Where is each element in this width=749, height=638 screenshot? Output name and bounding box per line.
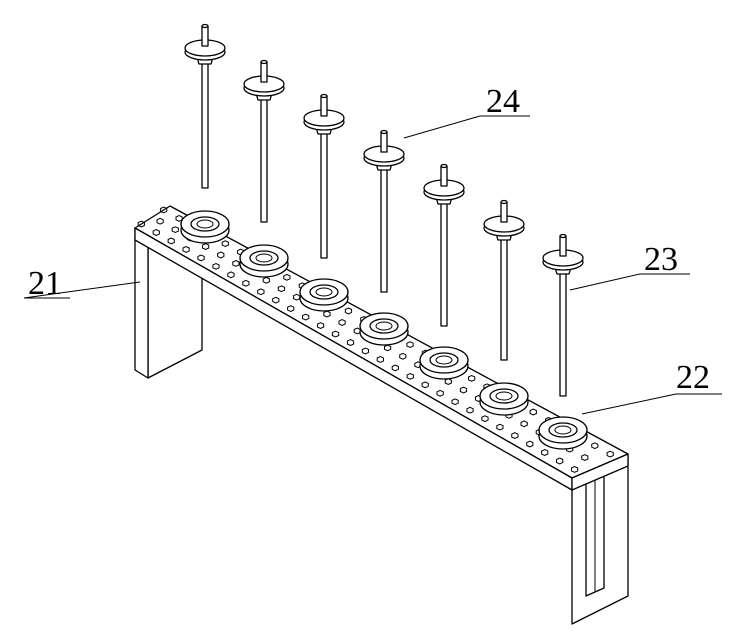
plate-hole bbox=[541, 449, 549, 456]
plate-hole bbox=[406, 372, 414, 380]
nozzle-seat bbox=[479, 382, 529, 416]
plate-hole bbox=[182, 245, 190, 253]
rods bbox=[184, 23, 584, 397]
plate-hole bbox=[344, 307, 353, 315]
plate-hole bbox=[323, 310, 331, 318]
plate-hole bbox=[606, 450, 614, 458]
plate-hole bbox=[175, 214, 183, 222]
plate-hole bbox=[287, 305, 295, 313]
plate-hole bbox=[496, 423, 504, 431]
plate-hole bbox=[466, 406, 474, 414]
plate-hole bbox=[242, 279, 250, 287]
plate-hole bbox=[376, 356, 384, 363]
plate-hole bbox=[202, 243, 210, 250]
nozzle-seat bbox=[180, 210, 230, 244]
plate-hole bbox=[406, 341, 414, 349]
plate-hole bbox=[277, 285, 286, 293]
plate-hole bbox=[451, 398, 459, 406]
plate-hole bbox=[262, 276, 270, 284]
rod bbox=[542, 233, 584, 397]
leader-24 bbox=[403, 115, 481, 139]
plate-hole bbox=[272, 296, 280, 304]
plate-hole bbox=[221, 240, 229, 248]
plate-hole bbox=[571, 466, 579, 473]
nozzle-seat bbox=[419, 346, 469, 380]
plate-hole bbox=[391, 364, 399, 372]
label-22: 22 bbox=[676, 359, 710, 396]
nozzle-seat bbox=[299, 278, 349, 312]
label-23: 23 bbox=[644, 241, 678, 278]
plate-hole bbox=[171, 226, 179, 234]
nozzle-seat bbox=[239, 244, 289, 278]
plate-hole bbox=[331, 330, 340, 338]
leader-22 bbox=[581, 393, 677, 415]
rod bbox=[363, 129, 405, 293]
plate-hole bbox=[481, 415, 489, 423]
label-24: 24 bbox=[486, 83, 520, 120]
plate-hole bbox=[156, 217, 164, 225]
plate-hole bbox=[197, 254, 205, 262]
plate-hole bbox=[302, 313, 310, 321]
frame-right-leg bbox=[571, 453, 629, 625]
plate-hole bbox=[556, 457, 564, 465]
plate-hole bbox=[212, 262, 220, 270]
rod bbox=[303, 93, 345, 259]
plate-hole bbox=[160, 206, 168, 214]
plate-hole bbox=[152, 229, 160, 236]
plate-hole bbox=[511, 432, 519, 440]
plate-hole bbox=[444, 378, 452, 386]
plate-hole bbox=[217, 251, 225, 259]
plate-hole bbox=[399, 352, 407, 360]
plate-hole bbox=[581, 454, 589, 461]
plate-hole bbox=[232, 259, 240, 267]
frame-left-leg bbox=[134, 227, 203, 379]
plate-hole bbox=[459, 386, 468, 394]
rod bbox=[243, 59, 285, 223]
plate-hole bbox=[436, 389, 444, 397]
plate-hole bbox=[591, 442, 599, 450]
nozzle-seat bbox=[359, 312, 409, 346]
plate-hole bbox=[137, 220, 145, 228]
plate-hole bbox=[526, 440, 534, 448]
leader-23 bbox=[569, 273, 641, 291]
plate-hole bbox=[520, 420, 528, 428]
leader-lines bbox=[23, 115, 722, 415]
plate-hole bbox=[421, 381, 429, 389]
plate-hole bbox=[257, 288, 265, 296]
nozzle-seats bbox=[180, 210, 588, 450]
plate-hole bbox=[283, 273, 291, 281]
plate-hole bbox=[227, 271, 235, 279]
plate-hole bbox=[317, 322, 325, 330]
plate-hole bbox=[167, 237, 175, 245]
leader-21 bbox=[23, 281, 141, 299]
label-21: 21 bbox=[28, 265, 62, 302]
plate-hole bbox=[338, 319, 346, 326]
rod bbox=[423, 163, 465, 327]
rod bbox=[184, 23, 226, 189]
rod bbox=[483, 199, 525, 361]
plate-hole bbox=[384, 344, 392, 352]
plate-hole bbox=[346, 339, 355, 346]
nozzle-seat bbox=[538, 416, 588, 450]
plate-hole bbox=[468, 374, 476, 382]
plate-hole bbox=[529, 408, 537, 416]
plate-hole bbox=[361, 347, 369, 355]
